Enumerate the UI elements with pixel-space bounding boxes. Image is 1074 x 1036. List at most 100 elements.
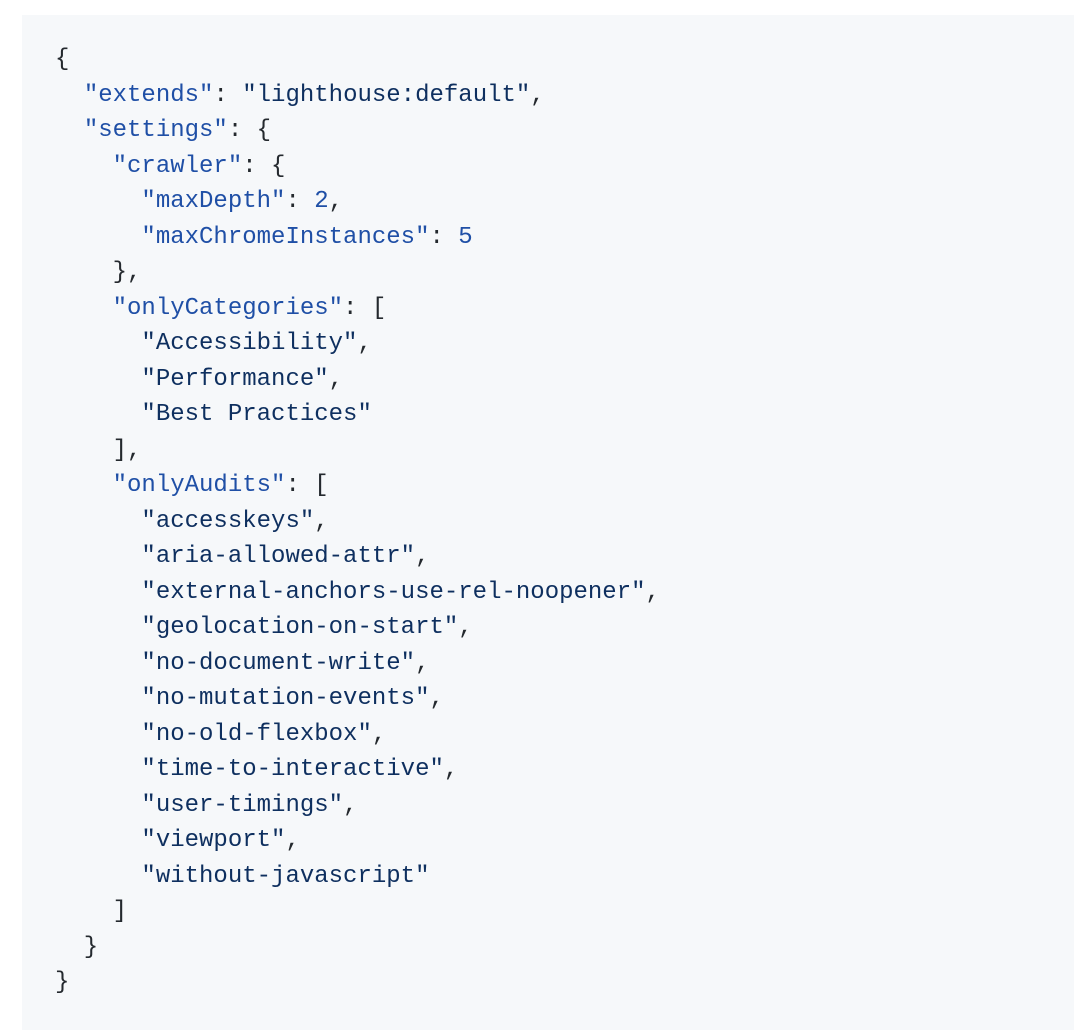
json-punctuation: , (458, 614, 473, 641)
code-line: { (55, 42, 1074, 78)
code-line: "Performance", (55, 362, 1074, 398)
json-punctuation (55, 792, 141, 819)
json-number: 5 (458, 223, 473, 251)
json-punctuation (55, 295, 113, 322)
code-line: "onlyAudits": [ (55, 468, 1074, 504)
code-line: "external-anchors-use-rel-noopener", (55, 575, 1074, 611)
code-line: "no-mutation-events", (55, 681, 1074, 717)
code-line: "viewport", (55, 823, 1074, 859)
json-string: "Accessibility" (141, 330, 358, 357)
json-string: "time-to-interactive" (141, 756, 444, 783)
json-punctuation (55, 650, 141, 677)
json-punctuation (55, 863, 141, 890)
json-string: "Best Practices" (141, 401, 372, 428)
code-line: "geolocation-on-start", (55, 610, 1074, 646)
json-key: "onlyCategories" (112, 294, 344, 322)
json-punctuation (55, 827, 141, 854)
json-key: "settings" (83, 117, 228, 144)
code-line: } (55, 965, 1074, 1001)
json-key: "onlyAudits" (112, 472, 286, 499)
code-line: } (55, 930, 1074, 966)
code-line: "maxDepth": 2, (55, 184, 1074, 220)
json-punctuation (55, 756, 141, 783)
json-punctuation (55, 508, 141, 535)
json-punctuation: : (213, 81, 243, 109)
code-line: ], (55, 433, 1074, 469)
json-punctuation: : { (227, 117, 272, 144)
json-punctuation: , (415, 649, 430, 677)
json-punctuation: , (371, 720, 387, 748)
json-punctuation: , (328, 365, 344, 393)
code-line: "Accessibility", (55, 326, 1074, 362)
code-line: "time-to-interactive", (55, 752, 1074, 788)
code-line: ] (55, 894, 1074, 930)
json-punctuation: , (530, 81, 545, 109)
json-punctuation: } (55, 969, 70, 996)
json-string: "user-timings" (141, 791, 344, 819)
json-punctuation: { (55, 46, 70, 73)
code-line: "Best Practices" (55, 397, 1074, 433)
json-punctuation: , (415, 543, 430, 570)
json-punctuation (55, 82, 84, 109)
json-string: "aria-allowed-attr" (141, 543, 416, 570)
code-line: "aria-allowed-attr", (55, 539, 1074, 575)
json-punctuation (55, 188, 141, 215)
json-punctuation: , (285, 827, 300, 854)
json-string: "no-mutation-events" (141, 685, 430, 712)
json-punctuation: : [ (285, 472, 329, 499)
json-punctuation: , (645, 578, 660, 606)
code-line: "settings": { (55, 113, 1074, 149)
json-punctuation: : [ (343, 294, 387, 322)
json-punctuation (55, 614, 141, 641)
json-punctuation (55, 117, 84, 144)
json-string: "accesskeys" (141, 507, 315, 535)
json-punctuation: , (429, 685, 444, 712)
json-punctuation (55, 366, 141, 393)
json-string: "geolocation-on-start" (141, 614, 459, 641)
json-punctuation: , (357, 330, 372, 357)
json-punctuation (55, 153, 113, 180)
code-content: { "extends": "lighthouse:default", "sett… (55, 42, 1074, 1001)
json-punctuation (55, 685, 141, 712)
json-punctuation: : { (242, 152, 286, 180)
json-punctuation: : (429, 223, 459, 251)
code-line: "no-old-flexbox", (55, 717, 1074, 753)
json-number: 2 (314, 188, 329, 215)
json-punctuation: , (314, 507, 329, 535)
json-key: "extends" (83, 81, 214, 109)
json-punctuation: ] (55, 898, 128, 925)
json-string: "lighthouse:default" (242, 81, 531, 109)
json-key: "maxDepth" (141, 188, 286, 215)
code-line: "without-javascript" (55, 859, 1074, 895)
json-punctuation (55, 330, 141, 357)
json-punctuation: ], (55, 436, 142, 464)
json-punctuation: } (55, 933, 99, 961)
code-line: "accesskeys", (55, 504, 1074, 540)
code-line: "maxChromeInstances": 5 (55, 220, 1074, 256)
json-key: "crawler" (112, 152, 243, 180)
json-string: "viewport" (141, 827, 286, 854)
json-punctuation (55, 579, 141, 606)
code-line: "crawler": { (55, 149, 1074, 185)
json-punctuation: , (328, 188, 344, 215)
json-punctuation (55, 543, 141, 570)
code-block: { "extends": "lighthouse:default", "sett… (22, 15, 1074, 1030)
json-punctuation: : (285, 188, 315, 215)
json-punctuation (55, 721, 141, 748)
json-punctuation: , (443, 756, 459, 783)
json-key: "maxChromeInstances" (141, 223, 430, 251)
json-punctuation: }, (55, 259, 142, 286)
code-line: "user-timings", (55, 788, 1074, 824)
code-line: "no-document-write", (55, 646, 1074, 682)
json-punctuation (55, 472, 113, 499)
json-string: "without-javascript" (141, 862, 430, 890)
code-line: "onlyCategories": [ (55, 291, 1074, 327)
code-line: "extends": "lighthouse:default", (55, 78, 1074, 114)
json-punctuation (55, 224, 141, 251)
json-punctuation (55, 401, 141, 428)
json-string: "no-old-flexbox" (141, 720, 372, 748)
code-line: }, (55, 255, 1074, 291)
json-string: "external-anchors-use-rel-noopener" (141, 578, 646, 606)
json-string: "Performance" (141, 365, 329, 393)
json-string: "no-document-write" (141, 649, 416, 677)
